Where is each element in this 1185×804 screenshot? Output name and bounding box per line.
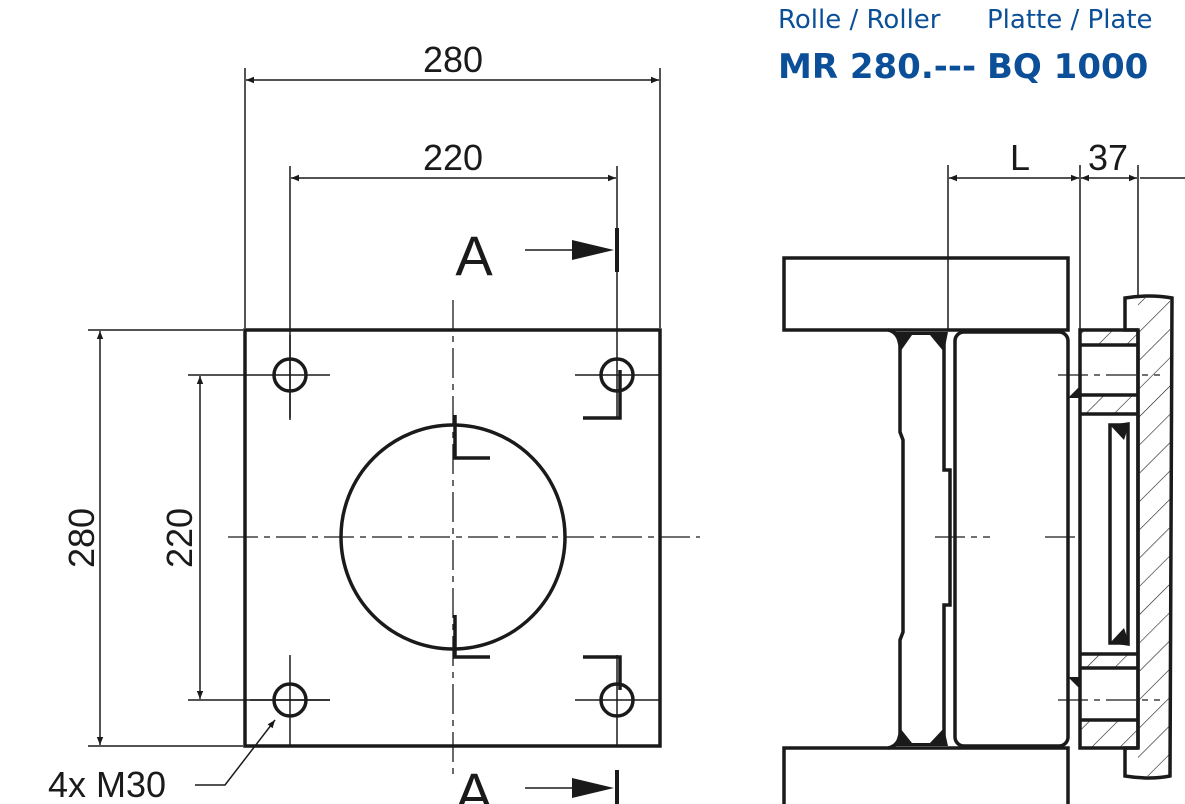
- wall-section: [1138, 298, 1170, 776]
- dim-width-holes: 220: [423, 137, 483, 178]
- section-label-bottom: A: [455, 761, 493, 804]
- dim-height-outer: 280: [61, 508, 102, 568]
- mounting-holes: [250, 335, 660, 745]
- dim-L: L: [1010, 137, 1030, 178]
- plate-outline: [243, 328, 662, 748]
- side-view: L 37: [782, 137, 1185, 804]
- dim-width-outer: 280: [423, 39, 483, 80]
- roller-body: [953, 330, 1070, 748]
- roller-label: Rolle / Roller: [778, 5, 941, 35]
- header: Rolle / Roller Platte / Plate MR 280.---…: [778, 5, 1153, 87]
- holes-label: 4x M30: [48, 764, 166, 804]
- roller-bottom-flange: [782, 746, 1070, 804]
- plate-label: Platte / Plate: [987, 5, 1153, 35]
- dim-height-holes: 220: [159, 508, 200, 568]
- roller-top-flange: [782, 256, 1070, 332]
- plate-code: BQ 1000: [987, 47, 1148, 87]
- dim-plate-thickness: 37: [1088, 137, 1128, 178]
- section-label-top: A: [455, 224, 493, 287]
- roller-code: MR 280.---: [778, 47, 976, 87]
- front-view: 280 220 280 220 A A: [48, 39, 700, 804]
